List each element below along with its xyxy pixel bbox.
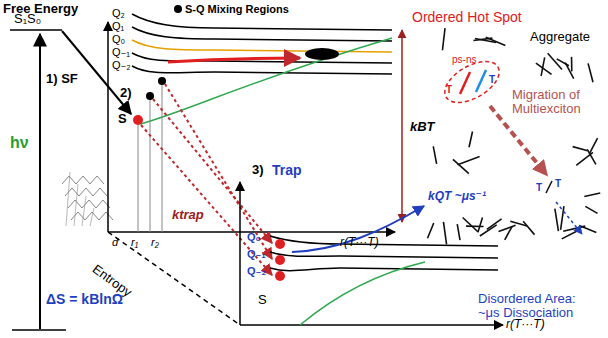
legend-dot bbox=[174, 5, 182, 13]
level-label: Q₁ bbox=[112, 20, 124, 32]
level-label: Q₋₂ bbox=[112, 59, 131, 71]
mixing-region bbox=[305, 48, 339, 60]
pair-stick bbox=[546, 181, 552, 193]
level-label: Q₀ bbox=[112, 33, 125, 45]
distance-lines bbox=[138, 85, 162, 232]
step-label: 2) bbox=[120, 86, 132, 100]
s-dot bbox=[133, 115, 143, 125]
dissociation-arrow bbox=[556, 202, 582, 234]
triplet-label: T bbox=[489, 74, 495, 85]
state-label: S bbox=[118, 112, 127, 126]
triplet-label: T bbox=[446, 84, 452, 95]
distance-label: r₁ bbox=[131, 236, 138, 248]
step-label: 3) bbox=[252, 163, 264, 177]
photon-label: hν bbox=[10, 134, 29, 152]
level-label: Q₀ bbox=[247, 231, 261, 243]
axis-label: r(T···T) bbox=[340, 236, 379, 249]
hot-spot bbox=[438, 53, 506, 111]
step-label: Trap bbox=[272, 163, 302, 178]
time-label: ps-ns bbox=[452, 54, 476, 65]
trap-dot bbox=[275, 271, 285, 281]
trap-dot bbox=[275, 239, 285, 249]
triplet-label: T bbox=[536, 182, 542, 193]
trap-s-curve bbox=[300, 262, 425, 325]
mix-dot bbox=[146, 92, 154, 100]
mix-dot bbox=[158, 77, 166, 85]
distance-label: r₂ bbox=[151, 236, 159, 248]
state-label: S bbox=[258, 293, 267, 307]
upper-axes bbox=[20, 22, 395, 330]
rate-label: ktrap bbox=[172, 208, 204, 222]
region-label: Aggregate bbox=[530, 30, 590, 44]
energy-label: kBT bbox=[410, 120, 435, 134]
legend-text: S-Q Mixing Regions bbox=[185, 3, 289, 15]
triplet-label: T bbox=[555, 178, 561, 189]
level-label: Q₋₁ bbox=[247, 248, 266, 260]
state-label: S₁S₀ bbox=[14, 12, 41, 26]
blue-stick bbox=[476, 70, 486, 92]
aggregate-sticks bbox=[428, 28, 601, 244]
distance-label: d bbox=[112, 236, 118, 248]
lower-axes bbox=[240, 182, 503, 325]
level-label: Q₋₂ bbox=[247, 265, 266, 277]
red-arrow bbox=[168, 58, 300, 62]
red-stick bbox=[460, 72, 470, 94]
rate-label: kQT ~μs⁻¹ bbox=[428, 190, 486, 203]
trap-arrows bbox=[141, 84, 272, 275]
kbt-arrow bbox=[401, 30, 403, 222]
level-label: Q₂ bbox=[112, 7, 125, 19]
trap-dot bbox=[275, 255, 285, 265]
kqt-arrow bbox=[292, 206, 424, 252]
process-label: Migration of Multiexciton bbox=[512, 88, 604, 117]
s-curve bbox=[140, 38, 392, 124]
potential-curves bbox=[132, 14, 392, 74]
region-label: Disordered Area: ~μs Dissociation bbox=[478, 292, 596, 321]
entropy-formula: ΔS = kBlnΩ bbox=[46, 292, 123, 307]
trap-curves bbox=[270, 236, 498, 271]
molecule-sketch bbox=[62, 172, 113, 226]
level-label: Q₋₁ bbox=[112, 46, 130, 58]
region-label: Ordered Hot Spot bbox=[412, 10, 522, 25]
step-label: 1) SF bbox=[46, 72, 78, 86]
